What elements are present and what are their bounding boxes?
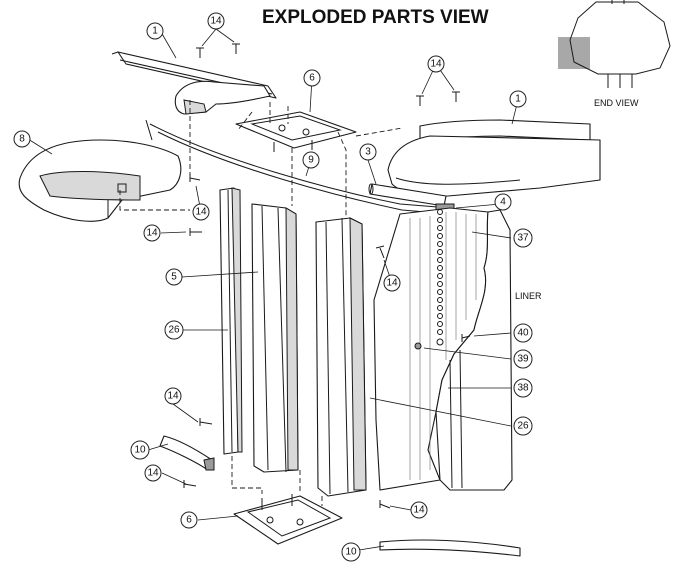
callout-10-right: 10 — [341, 542, 361, 562]
diagram-title: EXPLODED PARTS VIEW — [262, 7, 489, 28]
callout-14-top-right: 14 — [427, 55, 445, 73]
callout-14-center: 14 — [383, 274, 401, 292]
bolt-column — [436, 209, 444, 346]
callout-14-bottom-left: 14 — [144, 464, 162, 482]
svg-text:14: 14 — [146, 228, 158, 239]
svg-text:38: 38 — [517, 383, 529, 394]
callout-5: 5 — [165, 268, 183, 286]
upright-center — [315, 217, 367, 497]
callout-14-left-mid: 14 — [143, 224, 161, 242]
callout-6-top: 6 — [303, 69, 321, 87]
leader-lines — [27, 28, 519, 551]
svg-text:8: 8 — [19, 134, 25, 145]
callout-3: 3 — [359, 143, 377, 161]
callout-39: 39 — [513, 349, 533, 369]
screws — [183, 43, 471, 509]
svg-text:14: 14 — [147, 468, 159, 479]
svg-text:14: 14 — [386, 278, 398, 289]
alignment-lines — [119, 100, 403, 506]
end-view-shaded-corner — [558, 37, 590, 69]
bottom-plate — [233, 494, 343, 545]
svg-text:10: 10 — [345, 547, 357, 558]
end-view-inset: END VIEW — [558, 0, 671, 108]
callout-4: 4 — [494, 193, 512, 211]
callout-26-left: 26 — [164, 320, 184, 340]
svg-text:14: 14 — [210, 16, 222, 27]
callout-14-cap: 14 — [192, 203, 210, 221]
svg-text:14: 14 — [430, 59, 442, 70]
callout-10-left: 10 — [130, 440, 150, 460]
callout-1-top-right: 1 — [509, 90, 527, 108]
cap-left — [18, 139, 182, 222]
svg-text:14: 14 — [195, 207, 207, 218]
svg-text:39: 39 — [517, 354, 529, 365]
callout-6-bottom: 6 — [180, 511, 198, 529]
svg-text:6: 6 — [309, 73, 315, 84]
svg-text:26: 26 — [517, 421, 529, 432]
svg-text:5: 5 — [171, 272, 177, 283]
top-plate — [235, 111, 357, 152]
svg-text:40: 40 — [517, 328, 529, 339]
callout-37: 37 — [513, 228, 533, 248]
liner-sheet: LINER — [435, 209, 542, 491]
callout-14-lower-left: 14 — [164, 387, 182, 405]
callout-38: 38 — [513, 378, 533, 398]
callout-1-top-left: 1 — [146, 22, 164, 40]
top-cap-right — [387, 135, 601, 197]
svg-text:6: 6 — [186, 515, 192, 526]
callout-14-bottom-right: 14 — [410, 501, 428, 519]
upright-left — [219, 187, 243, 455]
top-cap-upper — [174, 80, 271, 115]
svg-text:9: 9 — [308, 155, 314, 166]
svg-text:14: 14 — [413, 505, 425, 516]
svg-text:1: 1 — [515, 94, 521, 105]
callout-9: 9 — [302, 151, 320, 169]
bottom-rail-right — [379, 539, 521, 557]
upright-channel-left — [251, 203, 299, 473]
svg-text:4: 4 — [500, 197, 506, 208]
callout-40: 40 — [513, 323, 533, 343]
callout-26-right: 26 — [513, 416, 533, 436]
end-view-label: END VIEW — [594, 98, 639, 108]
top-ledge — [145, 119, 451, 215]
callout-14-top-left: 14 — [207, 12, 225, 30]
callout-8: 8 — [13, 130, 31, 148]
svg-text:3: 3 — [365, 147, 371, 158]
svg-text:14: 14 — [167, 391, 179, 402]
bottom-rail-left — [159, 435, 215, 471]
svg-text:37: 37 — [517, 233, 529, 244]
svg-text:26: 26 — [168, 325, 180, 336]
svg-text:1: 1 — [152, 26, 158, 37]
svg-text:10: 10 — [134, 445, 146, 456]
liner-label: LINER — [515, 291, 542, 301]
